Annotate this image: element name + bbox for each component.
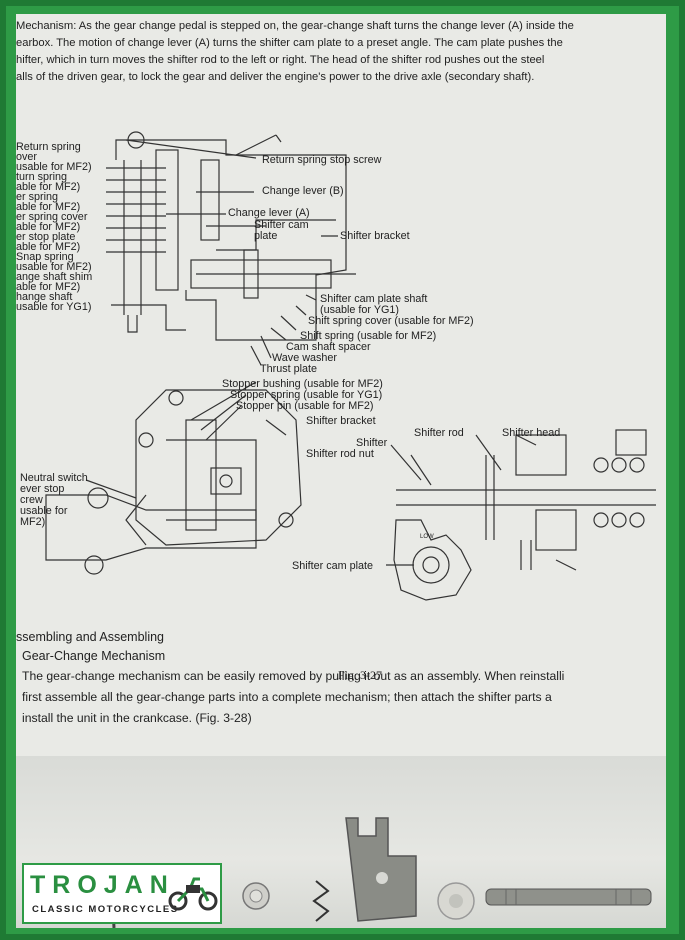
- logo-tagline: CLASSIC MOTORCYCLES: [32, 904, 179, 915]
- label-usable-mf2: usable for MF2): [16, 261, 92, 273]
- intro-line: hifter, which in turn moves the shifter …: [16, 54, 545, 66]
- intro-line: alls of the driven gear, to lock the gea…: [16, 71, 535, 83]
- diagram-drawing: [45, 131, 656, 601]
- label-usable-mf2: able for MF2): [16, 201, 81, 213]
- label-usable-yg1: usable for YG1): [16, 301, 92, 313]
- label-shifter-bracket: Shifter bracket: [340, 230, 410, 242]
- section-body-line: first assemble all the gear-change parts…: [22, 690, 552, 704]
- trojan-logo: TROJAN CLASSIC MOTORCYCLES: [22, 863, 222, 924]
- label-spring-cover: er spring cover: [16, 211, 88, 223]
- section-heading: ssembling and Assembling: [16, 630, 164, 644]
- label-screw: crew: [20, 494, 43, 506]
- label-shifter-cam: Shifter cam: [254, 219, 309, 231]
- assembly-section: ssembling and Assembling Gear-Change Mec…: [16, 628, 666, 729]
- label-usable-mf2: usable for MF2): [16, 161, 92, 173]
- label-stopper-bushing: Stopper bushing (usable for MF2): [222, 378, 383, 390]
- label-change-shaft: hange shaft: [16, 291, 73, 303]
- section-body-line: install the unit in the crankcase. (Fig.…: [22, 711, 252, 725]
- intro-line: Mechanism: As the gear change pedal is s…: [16, 20, 574, 32]
- label-thrust-plate: Thrust plate: [260, 363, 318, 375]
- label-usable-yg1: (usable for YG1): [320, 304, 400, 316]
- label-shift-spring: Shift spring (usable for MF2): [300, 330, 437, 342]
- label-shifter-cam-plate-shaft: Shifter cam plate shaft: [320, 293, 428, 305]
- label-plate: plate: [254, 230, 278, 242]
- label-shifter-rod-nut: Shifter rod nut: [306, 448, 374, 460]
- label-usable-for: usable for: [20, 505, 68, 517]
- label-mf2: MF2): [20, 516, 46, 528]
- parts-photo-drawing: [109, 817, 652, 928]
- logo-name: TROJAN: [30, 871, 175, 899]
- figure-caption: Fig. 3-27: [338, 668, 383, 682]
- manual-page: Mechanism: As the gear change pedal is s…: [16, 14, 666, 928]
- label-shifter-bracket: Shifter bracket: [306, 415, 376, 427]
- label-change-shaft-shim: ange shaft shim: [16, 271, 93, 283]
- label-usable-mf2: able for MF2): [16, 181, 81, 193]
- mechanism-paragraph: Mechanism: As the gear change pedal is s…: [16, 18, 666, 86]
- label-change-lever-a: Change lever (A): [228, 207, 310, 219]
- label-low: LOW: [420, 534, 434, 540]
- label-turn-spring: turn spring: [16, 171, 68, 183]
- label-lever-stop: ever stop: [20, 483, 65, 495]
- label-stopper-pin: Stopper pin (usable for MF2): [236, 400, 374, 412]
- label-usable-mf2: able for MF2): [16, 241, 81, 253]
- label-stop-plate: er stop plate: [16, 231, 76, 243]
- label-return-spring-stop-screw: Return spring stop screw: [262, 154, 382, 166]
- label-shifter: Shifter: [356, 437, 388, 449]
- label-cam-shaft-spacer: Cam shaft spacer: [286, 341, 371, 353]
- label-neutral-switch: Neutral switch: [20, 472, 88, 484]
- motorcycle-icon: [168, 877, 218, 911]
- label-wave-washer: Wave washer: [272, 352, 338, 364]
- label-usable-mf2: able for MF2): [16, 221, 81, 233]
- label-usable-mf2: able for MF2): [16, 281, 81, 293]
- label-spring: er spring: [16, 191, 59, 203]
- gear-change-diagram: Return spring over usable for MF2) turn …: [16, 100, 666, 682]
- label-shifter-cam-plate: Shifter cam plate: [292, 560, 374, 572]
- label-stopper-spring: Stopper spring (usable for YG1): [230, 389, 383, 401]
- label-snap-spring: Snap spring: [16, 251, 74, 263]
- label-change-lever-b: Change lever (B): [262, 185, 344, 197]
- intro-line: earbox. The motion of change lever (A) t…: [16, 37, 563, 49]
- label-shift-spring-cover: Shift spring cover (usable for MF2): [308, 315, 474, 327]
- label-shifter-rod: Shifter rod: [414, 427, 464, 439]
- label-shifter-head: Shifter head: [502, 427, 561, 439]
- label-cover: over: [16, 151, 38, 163]
- label-return-spring: Return spring: [16, 141, 81, 153]
- section-subheading: Gear-Change Mechanism: [22, 649, 166, 663]
- section-body-line: The gear-change mechanism can be easily …: [22, 669, 565, 683]
